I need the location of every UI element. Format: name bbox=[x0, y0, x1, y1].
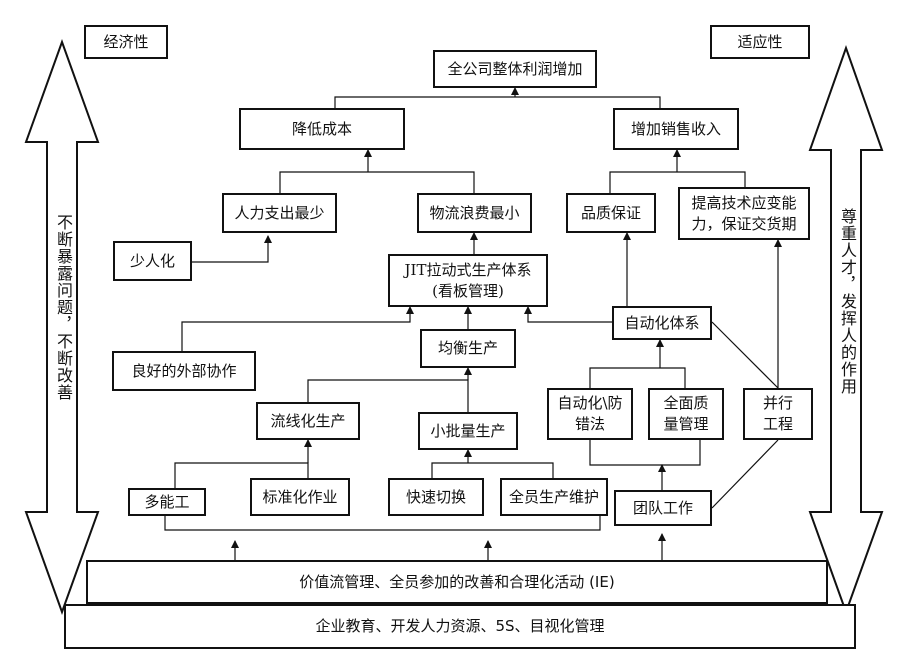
node-multi-skill: 多能工 bbox=[128, 488, 206, 516]
connector-cost-sales-to-profit bbox=[334, 96, 661, 108]
node-fewer-people: 少人化 bbox=[113, 241, 192, 281]
adaptability-label: 适应性 bbox=[710, 25, 810, 59]
node-small-batch: 小批量生产 bbox=[418, 412, 518, 450]
node-labor-cost: 人力支出最少 bbox=[222, 193, 337, 233]
connector-quick-tpm bbox=[431, 462, 554, 478]
connector-multi-standard bbox=[174, 462, 309, 488]
connector-teamwork-to-upper bbox=[589, 440, 701, 466]
node-quality: 品质保证 bbox=[566, 193, 656, 233]
node-ie: 价值流管理、全员参加的改善和合理化活动 (IE) bbox=[86, 560, 828, 604]
connector-labor-logistics bbox=[279, 171, 475, 193]
node-tpm: 全员生产维护 bbox=[500, 478, 608, 516]
connector-flow-batch bbox=[307, 379, 469, 412]
node-jit: JIT拉动式生产体系(看板管理) bbox=[388, 254, 548, 307]
left-arrow-text: 不断暴露问题，不断改善 bbox=[54, 214, 73, 401]
line-teamwork-to-concurrent bbox=[711, 439, 779, 509]
economy-label-text: 经济性 bbox=[103, 32, 149, 51]
connector-poka-tqm bbox=[589, 367, 686, 388]
connector-ie-to-row bbox=[164, 516, 601, 531]
node-profit: 全公司整体利润增加 bbox=[433, 50, 597, 88]
economy-label: 经济性 bbox=[84, 25, 168, 59]
node-leveling: 均衡生产 bbox=[420, 329, 516, 368]
node-foundation: 企业教育、开发人力资源、5S、目视化管理 bbox=[64, 604, 856, 649]
node-quick-change: 快速切换 bbox=[388, 478, 484, 516]
line-automation-to-concurrent bbox=[711, 321, 779, 389]
arrow-fewer-to-labor bbox=[192, 235, 272, 263]
arrow-automation-to-jit bbox=[524, 306, 612, 323]
adaptability-label-text: 适应性 bbox=[737, 32, 783, 51]
node-external-coop: 良好的外部协作 bbox=[112, 351, 256, 391]
node-tech-adapt: 提高技术应变能力，保证交货期 bbox=[678, 187, 810, 240]
arrow-external-to-jit bbox=[181, 306, 414, 351]
node-reduce-cost: 降低成本 bbox=[239, 108, 405, 150]
left-double-arrow bbox=[24, 39, 100, 615]
node-concurrent-eng: 并行工程 bbox=[743, 388, 813, 440]
node-flow: 流线化生产 bbox=[256, 402, 360, 440]
node-teamwork: 团队工作 bbox=[614, 490, 712, 526]
node-increase-sales: 增加销售收入 bbox=[613, 108, 739, 150]
node-standard-work: 标准化作业 bbox=[250, 478, 350, 516]
node-tqm: 全面质量管理 bbox=[648, 388, 724, 440]
right-arrow-text: 尊重人才，发挥人的作用 bbox=[838, 208, 857, 395]
node-poka-yoke: 自动化\防错法 bbox=[547, 388, 633, 440]
node-automation-system: 自动化体系 bbox=[612, 306, 712, 340]
node-logistics-waste: 物流浪费最小 bbox=[417, 193, 532, 233]
